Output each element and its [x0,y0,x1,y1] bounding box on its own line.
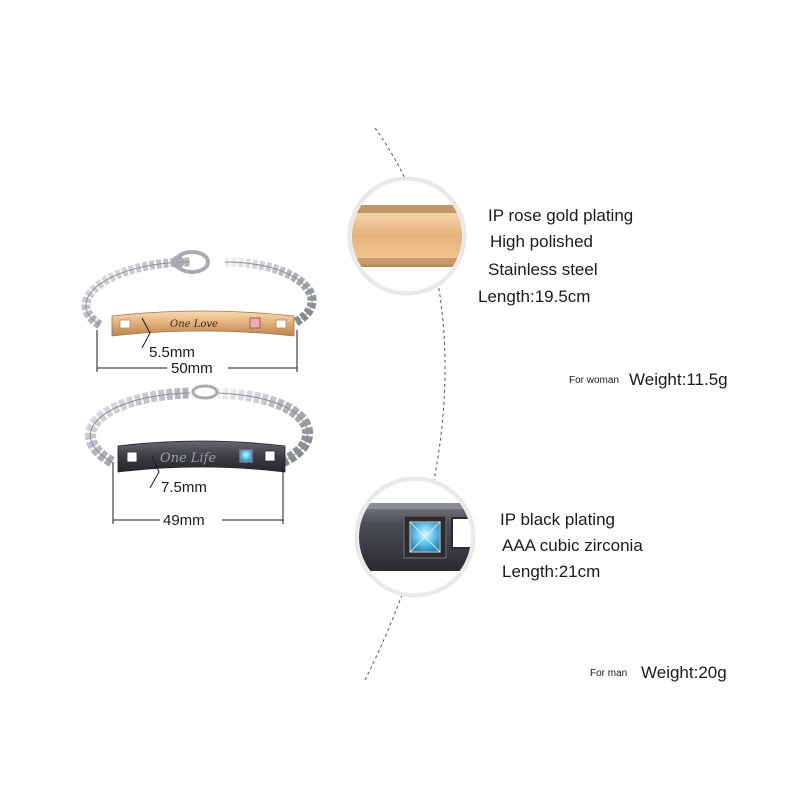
engraving-one-love: One Love [170,319,218,330]
man-width-label: 49mm [162,512,206,529]
spec-stainless-steel: Stainless steel [488,260,598,279]
woman-height-label: 5.5mm [148,344,196,361]
spec-rose-gold-plating: IP rose gold plating [488,206,634,225]
spec-cubic-zirconia: AAA cubic zirconia [502,536,643,555]
for-woman-label: For woman [569,375,620,386]
woman-weight: Weight:11.5g [629,370,728,389]
zoom-circle-black [354,476,476,598]
man-dimensions [112,455,284,524]
man-bracelet [84,384,314,473]
engraving-one-life: One Life [160,451,217,466]
woman-dimensions [96,317,298,372]
man-weight: Weight:20g [641,663,727,682]
spec-high-polished: High polished [490,232,594,251]
spec-man-length: Length:21cm [502,562,601,581]
zoom-circle-rose-gold [347,176,467,296]
for-man-label: For man [590,668,628,679]
woman-bracelet [81,250,317,337]
spec-black-plating: IP black plating [500,510,615,529]
spec-woman-length: Length:19.5cm [478,287,591,306]
dashed-arc [364,127,446,681]
woman-width-label: 50mm [170,360,214,377]
man-height-label: 7.5mm [160,479,208,496]
